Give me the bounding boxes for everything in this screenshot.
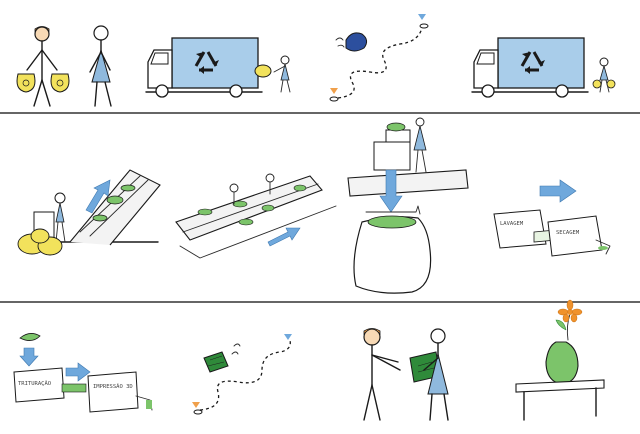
- bale-drop-scene: [347, 117, 469, 294]
- yellow-bags-pile: [17, 228, 63, 256]
- green-box-icon: [203, 343, 241, 373]
- recycling-truck-2: [471, 37, 616, 98]
- washing-machine: LAVAGEM: [493, 209, 547, 249]
- washing-label: LAVAGEM: [500, 221, 524, 227]
- person-throwing-bag: [254, 55, 291, 93]
- person-with-recycling-bags: [16, 26, 70, 107]
- yellow-bag-right: [50, 73, 70, 93]
- drying-machine: SECAGEM: [547, 215, 603, 257]
- sorting-conveyor-scene: [17, 169, 161, 256]
- arrow-icon: [267, 227, 301, 247]
- arrow-icon: [65, 362, 91, 382]
- woman-figure: [89, 25, 112, 107]
- location-pin-icon: [284, 334, 292, 340]
- bag-route-path: [329, 14, 429, 102]
- flower-icon: [557, 299, 583, 323]
- trash-bag-icon: [335, 32, 368, 52]
- arrow-icon: [85, 179, 111, 214]
- arrow-icon: [19, 347, 39, 367]
- location-pin-icon: [330, 88, 338, 94]
- diagonal-conveyor: [175, 173, 337, 259]
- vase-on-table: [515, 299, 605, 421]
- printing-label: IMPRESSÃO 3D: [93, 383, 133, 390]
- shredding-printing-scene: TRITURAÇÃO IMPRESSÃO 3D: [13, 333, 153, 413]
- recycle-icon: [520, 51, 545, 74]
- recycling-truck: [145, 37, 263, 98]
- location-pin-icon: [192, 402, 200, 408]
- yellow-bag-left: [16, 73, 36, 93]
- arrow-icon: [379, 169, 403, 213]
- drying-label: SECAGEM: [556, 230, 580, 236]
- arrow-icon: [539, 179, 577, 203]
- washing-drying-scene: LAVAGEM SECAGEM: [493, 179, 611, 257]
- shredding-label: TRITURAÇÃO: [18, 380, 51, 387]
- 3d-printer-machine: IMPRESSÃO 3D: [87, 371, 139, 413]
- recycle-icon: [194, 51, 219, 74]
- product-route-path: [192, 334, 292, 415]
- location-pin-icon: [418, 14, 426, 20]
- product-exchange-scene: [363, 328, 449, 421]
- shredder-machine: TRITURAÇÃO: [13, 367, 65, 403]
